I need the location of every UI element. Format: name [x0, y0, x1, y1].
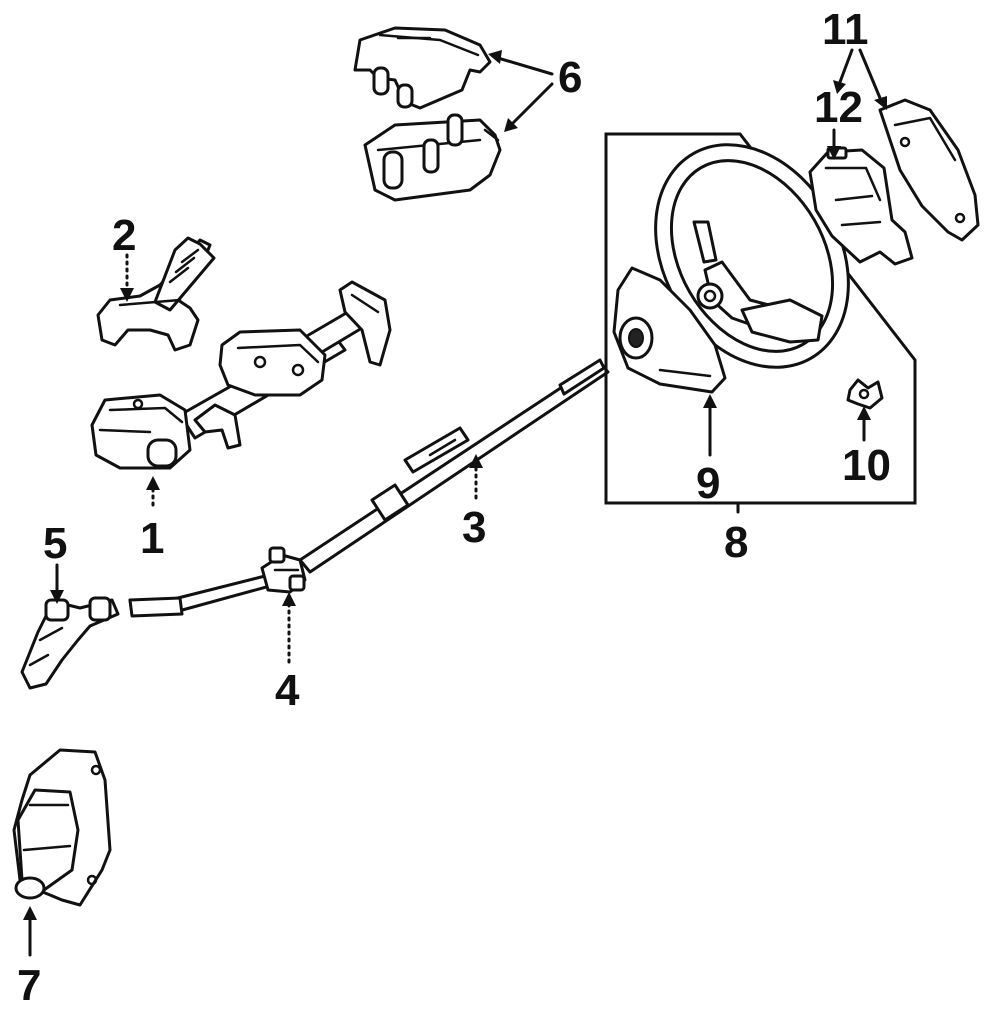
callout-4-leader [282, 592, 296, 664]
callout-5-leader [50, 563, 64, 604]
part-9-wheel-cover[interactable] [612, 266, 727, 394]
callout-9: 9 [696, 459, 720, 508]
part-3-intermediate-shaft[interactable] [298, 358, 610, 574]
part-10-nut[interactable] [846, 378, 884, 410]
part-1-steering-column[interactable] [90, 280, 392, 470]
part-8-steering-wheel-assembly[interactable] [604, 110, 917, 505]
callout-7-leader [23, 906, 37, 957]
callout-6-leaders [488, 50, 554, 132]
callout-7: 7 [17, 961, 41, 1010]
part-11-switch-cover[interactable] [878, 98, 980, 242]
callout-12-leader [827, 128, 841, 160]
callout-4: 4 [275, 666, 300, 715]
callout-10-leader [857, 406, 871, 442]
callout-1-leader [146, 476, 160, 507]
part-6-column-covers[interactable] [353, 26, 502, 202]
callout-3: 3 [462, 503, 486, 552]
callout-6: 6 [558, 53, 582, 102]
part-12-switch-module[interactable] [808, 146, 914, 266]
part-5-lower-joint[interactable] [20, 596, 120, 690]
part-7-column-boot[interactable] [12, 748, 112, 907]
callout-11: 11 [822, 5, 869, 54]
callout-2: 2 [112, 211, 136, 260]
callout-2-leader [120, 253, 134, 302]
callout-11-leaders [833, 48, 887, 110]
callout-9-leader [703, 394, 717, 457]
callout-8: 8 [724, 518, 748, 567]
callout-5: 5 [43, 519, 67, 568]
callout-10: 10 [842, 441, 891, 490]
callout-1: 1 [140, 514, 164, 563]
callout-3-leader [469, 454, 483, 500]
part-4-universal-joint[interactable] [128, 546, 307, 618]
part-2-switch-housing[interactable] [96, 236, 216, 352]
